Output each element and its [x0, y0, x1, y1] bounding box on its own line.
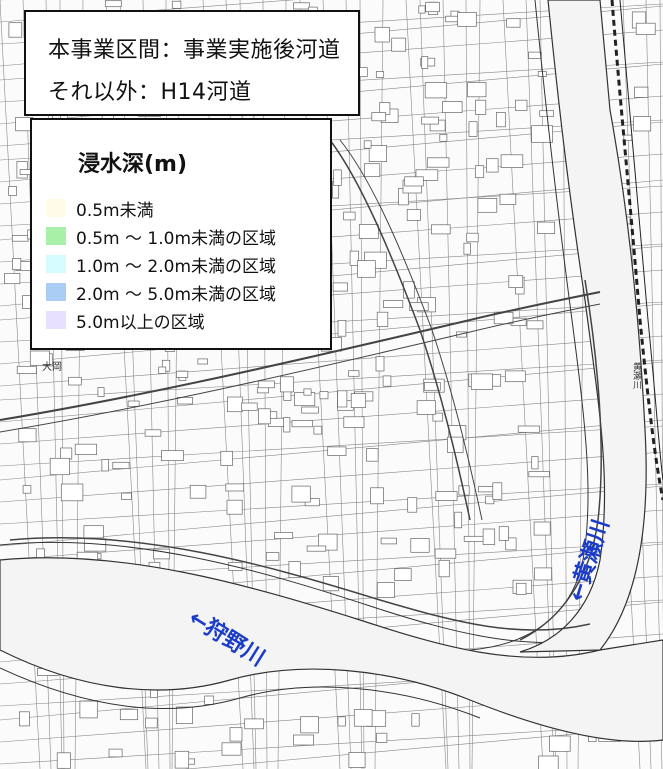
- main-road: [339, 139, 483, 521]
- legend-label: 0.5m未満: [76, 200, 154, 221]
- legend-swatch: [46, 255, 66, 273]
- legend-swatch: [46, 199, 66, 217]
- scenario-line-project: 本事業区間：事業実施後河道: [48, 38, 341, 63]
- legend-label: 1.0m ～ 2.0m未満の区域: [76, 256, 276, 277]
- kano-river-bank: [0, 541, 606, 644]
- legend-item: 5.0m以上の区域: [46, 308, 205, 333]
- main-road: [329, 139, 471, 521]
- main-road: [0, 303, 601, 433]
- legend-title: 浸水深(m): [78, 152, 188, 177]
- embankment-road: [519, 279, 602, 641]
- legend-item: 2.0m ～ 5.0m未満の区域: [46, 280, 276, 305]
- legend-label: 2.0m ～ 5.0m未満の区域: [76, 284, 276, 305]
- legend-swatch: [46, 283, 66, 301]
- place-label-kisegawa: 黄瀬川: [631, 362, 641, 389]
- kano-river-bank-south: [0, 667, 481, 719]
- legend-item: 0.5m未満: [46, 196, 154, 221]
- kise-river: [519, 0, 647, 653]
- legend-item: 0.5m ～ 1.0m未満の区域: [46, 224, 276, 249]
- main-road: [0, 291, 601, 421]
- legend-swatch: [46, 311, 66, 329]
- kano-river: [0, 557, 663, 742]
- scenario-line-other: それ以外：H14河道: [48, 80, 252, 105]
- legend-swatch: [46, 227, 66, 245]
- legend-item: 1.0m ～ 2.0m未満の区域: [46, 252, 276, 277]
- legend-box: 浸水深(m) 0.5m未満 0.5m ～ 1.0m未満の区域 1.0m ～ 2.0m…: [30, 118, 332, 350]
- place-label-ooka: 大岡: [42, 362, 62, 373]
- railway-rail: [619, 0, 663, 481]
- railway: [610, 0, 663, 501]
- legend-label: 0.5m ～ 1.0m未満の区域: [76, 228, 276, 249]
- scenario-box: 本事業区間：事業実施後河道 それ以外：H14河道: [24, 10, 360, 116]
- legend-label: 5.0m以上の区域: [76, 312, 205, 333]
- embankment-road: [9, 537, 591, 631]
